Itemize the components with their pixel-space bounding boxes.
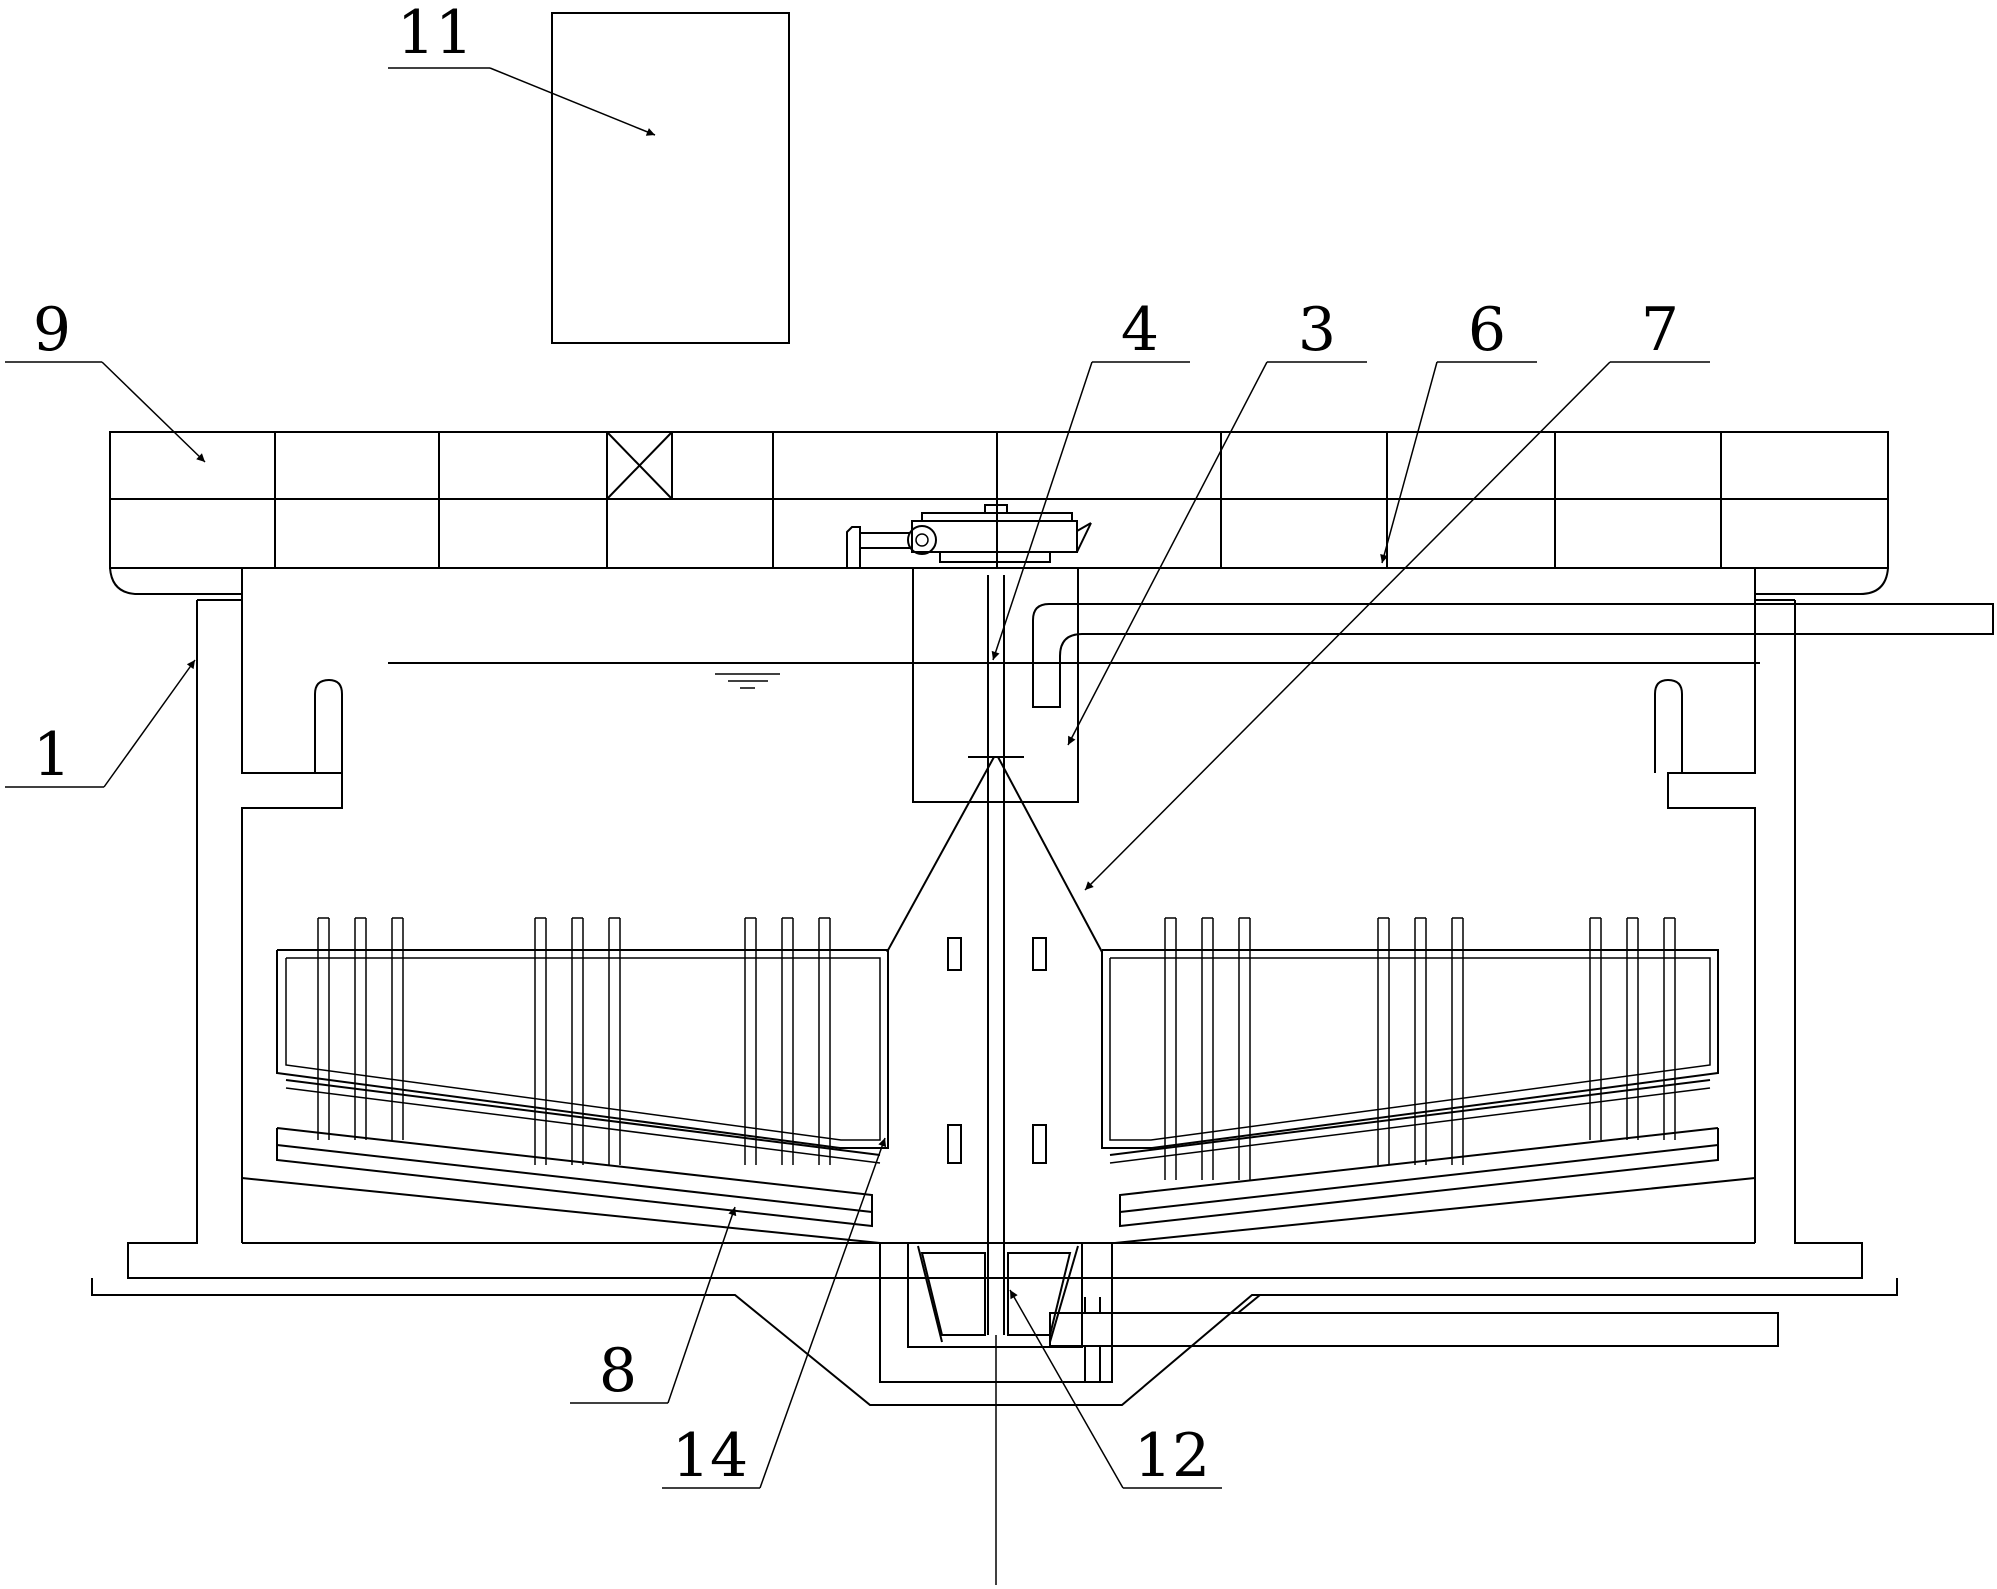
underflow-pipe (1049, 1294, 1779, 1382)
scraper-blades (241, 1127, 1756, 1244)
water-level (388, 662, 1760, 689)
central-shaft (968, 575, 1024, 1585)
label-part-7: 7 (1641, 295, 1679, 365)
control-box (551, 12, 790, 344)
feed-well (912, 567, 1079, 803)
shaft-clamps (947, 937, 1047, 1164)
label-part-4: 4 (1121, 295, 1159, 365)
rake-frame-left (276, 917, 889, 1165)
drive-unit (846, 504, 1092, 569)
label-part-1: 1 (33, 720, 71, 790)
leader-lines (5, 67, 1710, 1489)
rake-frame-right (1101, 917, 1719, 1180)
label-part-6: 6 (1468, 295, 1506, 365)
label-part-11: 11 (397, 0, 473, 68)
label-part-3: 3 (1298, 295, 1336, 365)
label-part-12: 12 (1134, 1421, 1210, 1491)
label-part-9: 9 (33, 295, 71, 365)
tank-body (91, 594, 1898, 1406)
feed-pipe (1032, 603, 1994, 708)
part-labels: 11 9 1 4 3 6 7 8 14 12 (33, 0, 1679, 1491)
label-part-8: 8 (599, 1336, 637, 1406)
support-arms (886, 756, 1103, 953)
label-part-14: 14 (672, 1421, 748, 1491)
